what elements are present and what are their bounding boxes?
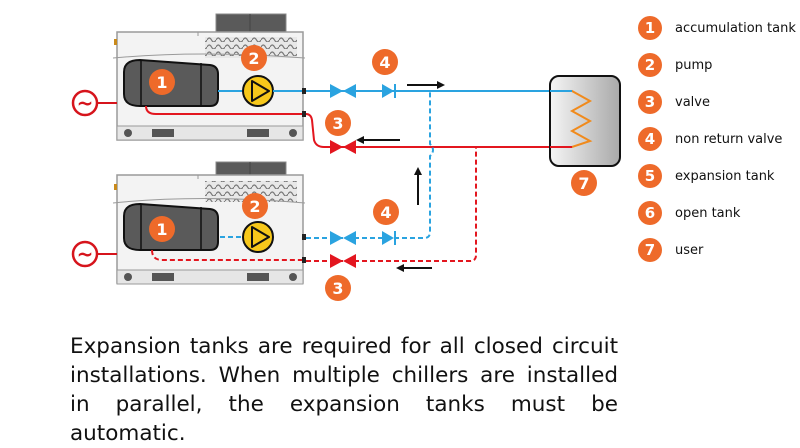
power-supply-bottom: ~ bbox=[71, 240, 117, 268]
legend-label: accumulation tank bbox=[675, 20, 796, 36]
flow-arrow-left-bottom bbox=[396, 264, 432, 272]
circuit-top bbox=[305, 81, 555, 154]
legend-item: 7 user bbox=[638, 236, 703, 264]
svg-text:1: 1 bbox=[156, 220, 167, 239]
user-heat-exchanger bbox=[549, 75, 621, 167]
legend-item: 4 non return valve bbox=[638, 125, 782, 153]
chiller-unit-bottom bbox=[112, 161, 306, 285]
caption: Expansion tanks are required for all clo… bbox=[70, 332, 618, 448]
svg-text:2: 2 bbox=[249, 197, 260, 216]
connector bbox=[114, 39, 117, 45]
chiller-unit-top bbox=[112, 13, 306, 141]
badge-nrv-top: 4 bbox=[372, 49, 398, 75]
legend-badge: 2 bbox=[638, 53, 662, 77]
non-return-valve-top bbox=[382, 84, 396, 98]
badge-nrv-bottom: 4 bbox=[373, 199, 399, 225]
legend-item: 5 expansion tank bbox=[638, 162, 774, 190]
fan-housing bbox=[215, 13, 287, 33]
flow-arrow-left bbox=[356, 136, 400, 144]
valve-return-bottom bbox=[330, 254, 356, 268]
svg-text:3: 3 bbox=[332, 114, 343, 133]
badge-valve-top: 3 bbox=[325, 110, 351, 136]
legend-label: valve bbox=[675, 94, 710, 110]
flow-arrow-right bbox=[407, 81, 445, 89]
svg-text:4: 4 bbox=[379, 53, 390, 72]
pump-top bbox=[242, 75, 274, 107]
caption-line: Expansion tanks are required for all clo… bbox=[70, 334, 618, 359]
badge-pump-bottom: 2 bbox=[242, 193, 268, 219]
non-return-valve-bottom bbox=[382, 231, 396, 245]
badge-accumulation-tank-bottom: 1 bbox=[149, 216, 175, 242]
valve-supply-top bbox=[330, 84, 356, 98]
legend-badge: 6 bbox=[638, 201, 662, 225]
legend-label: pump bbox=[675, 57, 713, 73]
svg-text:2: 2 bbox=[248, 49, 259, 68]
legend-badge: 1 bbox=[638, 16, 662, 40]
power-symbol: ~ bbox=[77, 242, 94, 266]
pump-bottom bbox=[242, 221, 274, 253]
svg-text:4: 4 bbox=[380, 203, 391, 222]
caption-line: in parallel, the expansion tanks must be… bbox=[70, 392, 618, 446]
legend-label: expansion tank bbox=[675, 168, 775, 184]
svg-text:7: 7 bbox=[578, 174, 589, 193]
badge-valve-bottom: 3 bbox=[325, 275, 351, 301]
power-supply-top: ~ bbox=[71, 89, 117, 117]
legend-item: 3 valve bbox=[638, 88, 710, 116]
valve-supply-bottom bbox=[330, 231, 356, 245]
base-frame bbox=[116, 125, 304, 141]
legend-item: 1 accumulation tank bbox=[638, 14, 796, 42]
legend-badge: 4 bbox=[638, 127, 662, 151]
legend-item: 6 open tank bbox=[638, 199, 740, 227]
power-symbol: ~ bbox=[77, 91, 94, 115]
valve-return-top bbox=[330, 140, 356, 154]
badge-user: 7 bbox=[571, 170, 597, 196]
legend-label: open tank bbox=[675, 205, 741, 221]
flow-arrow-up bbox=[414, 167, 422, 205]
svg-text:3: 3 bbox=[332, 279, 343, 298]
legend-badge: 7 bbox=[638, 238, 662, 262]
legend-badge: 5 bbox=[638, 164, 662, 188]
caption-line: installations. When multiple chillers ar… bbox=[70, 363, 618, 388]
circuit-bottom bbox=[306, 91, 477, 272]
badge-accumulation-tank-top: 1 bbox=[149, 69, 175, 95]
badge-pump-top: 2 bbox=[241, 45, 267, 71]
legend-item: 2 pump bbox=[638, 51, 712, 79]
svg-text:1: 1 bbox=[156, 73, 167, 92]
legend-label: non return valve bbox=[675, 131, 783, 147]
legend-label: user bbox=[675, 242, 704, 258]
legend-badge: 3 bbox=[638, 90, 662, 114]
